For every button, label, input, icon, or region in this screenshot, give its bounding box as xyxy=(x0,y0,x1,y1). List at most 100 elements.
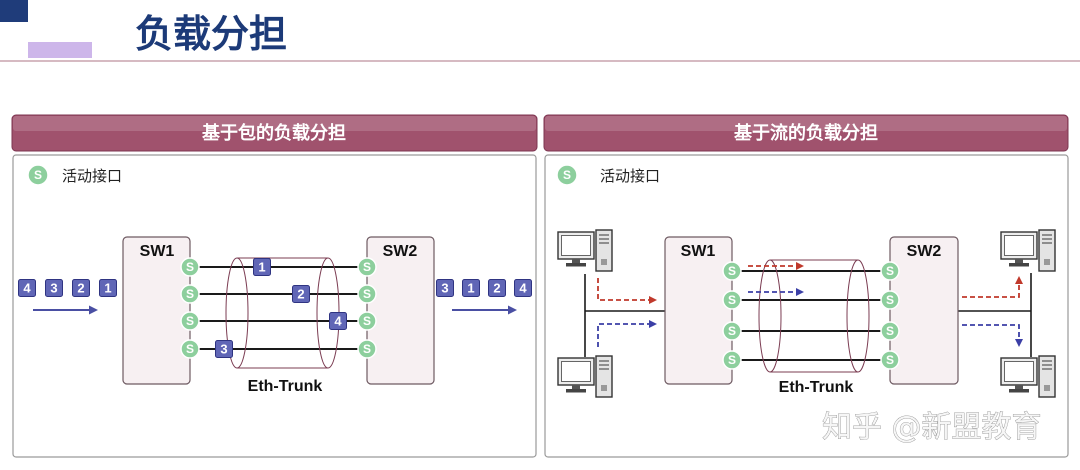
interface-port xyxy=(180,284,200,304)
packet-box xyxy=(18,279,36,297)
interface-port xyxy=(357,311,377,331)
interface-port xyxy=(357,284,377,304)
packet-box xyxy=(329,312,347,330)
switch-sw2: SW2 xyxy=(366,236,435,385)
interface-port-label: S xyxy=(886,293,894,307)
active-interface-icon: S xyxy=(180,339,200,359)
eth-trunk-bundle xyxy=(758,259,870,373)
packet-box xyxy=(292,285,310,303)
flow-1 xyxy=(597,262,1023,304)
active-interface-icon: S xyxy=(27,164,49,186)
interface-port-label: S xyxy=(186,260,194,274)
interface-port-label: S xyxy=(886,264,894,278)
packet-box xyxy=(462,279,480,297)
panel-header-title: 基于流的负载分担 xyxy=(733,122,878,144)
title-accent-bar xyxy=(28,42,92,58)
packet-number: 2 xyxy=(297,287,304,302)
packet: 2 xyxy=(292,285,310,303)
flow-2-ingress-arrowhead xyxy=(649,320,657,328)
active-interface-icon: S xyxy=(357,339,377,359)
panel-header-bg xyxy=(543,114,1069,152)
packet-box xyxy=(215,340,233,358)
packet: 1 xyxy=(462,279,480,297)
legend-label: 活动接口 xyxy=(600,167,660,185)
switch-body xyxy=(122,236,191,385)
packet-number: 4 xyxy=(23,281,31,296)
interface-port xyxy=(27,164,49,186)
flow-2-egress xyxy=(962,324,1020,339)
active-interface-icon: S xyxy=(880,321,900,341)
interface-port xyxy=(722,290,742,310)
interface-port xyxy=(722,350,742,370)
interface-port-label: S xyxy=(363,314,371,328)
flow-2-ingress xyxy=(597,323,650,347)
switch-label: SW1 xyxy=(681,243,716,260)
panel-header-bg xyxy=(11,114,538,152)
interface-port-label: S xyxy=(728,293,736,307)
interface-port-label: S xyxy=(186,342,194,356)
switch-label: SW2 xyxy=(907,243,942,260)
active-interface-icon: S xyxy=(357,257,377,277)
switch-label: SW1 xyxy=(140,243,175,260)
interface-port-label: S xyxy=(363,287,371,301)
input-packet-sequence: 4 3 2 1 xyxy=(18,279,117,315)
computer-icon xyxy=(557,229,613,272)
interface-port-label: S xyxy=(886,353,894,367)
switch-label: SW2 xyxy=(383,243,418,260)
panel-header-shine xyxy=(545,116,1067,131)
packet: 1 xyxy=(99,279,117,297)
switch-sw2: SW2 xyxy=(889,236,959,385)
active-interface-icon: S xyxy=(180,284,200,304)
interface-port xyxy=(357,257,377,277)
packet: 1 xyxy=(253,258,271,276)
interface-port xyxy=(722,261,742,281)
active-interface-icon: S xyxy=(357,284,377,304)
interface-port xyxy=(880,350,900,370)
interface-port xyxy=(880,321,900,341)
interface-port-label: S xyxy=(34,168,42,182)
active-interface-icon: S xyxy=(880,350,900,370)
interface-port xyxy=(180,257,200,277)
interface-port-label: S xyxy=(363,342,371,356)
flow-2-egress-arrowhead xyxy=(1015,339,1023,347)
packet: 3 xyxy=(436,279,454,297)
interface-port-label: S xyxy=(728,264,736,278)
packet-number: 3 xyxy=(50,281,57,296)
right-host-wiring xyxy=(958,273,1032,357)
active-interface-icon: S xyxy=(880,290,900,310)
input-arrow-head xyxy=(89,305,98,315)
active-interface-icon: S xyxy=(556,164,578,186)
packet-box xyxy=(72,279,90,297)
flow-1-trunk-arrowhead xyxy=(796,262,804,270)
switch-sw1: SW1 xyxy=(122,236,191,385)
interface-port xyxy=(180,339,200,359)
slide-title: 负载分担 xyxy=(135,12,287,56)
packet-box xyxy=(488,279,506,297)
interface-port xyxy=(180,311,200,331)
output-packet-sequence: 3 1 2 4 xyxy=(436,279,532,315)
flow-1-egress-arrowhead xyxy=(1015,276,1023,284)
packet-number: 4 xyxy=(334,314,342,329)
interface-port xyxy=(556,164,578,186)
interface-port-label: S xyxy=(563,168,571,182)
interface-port xyxy=(357,339,377,359)
eth-trunk-label: Eth-Trunk xyxy=(779,379,854,396)
flow-based-panel: 基于流的负载分担 S 活动接口 SW1 SW2 xyxy=(543,114,1069,458)
packet: 4 xyxy=(329,312,347,330)
interface-port-label: S xyxy=(728,324,736,338)
computer-icon xyxy=(1000,355,1056,398)
packet-number: 2 xyxy=(77,281,84,296)
interface-port xyxy=(722,321,742,341)
packet: 2 xyxy=(488,279,506,297)
packet-box xyxy=(514,279,532,297)
interface-port-label: S xyxy=(728,353,736,367)
packet-number: 2 xyxy=(493,281,500,296)
packet-box xyxy=(253,258,271,276)
watermark: 知乎 @新盟教育 xyxy=(822,410,1042,445)
switch-sw1: SW1 xyxy=(664,236,733,385)
flow-2 xyxy=(597,288,1023,347)
interface-port-label: S xyxy=(186,287,194,301)
packet: 3 xyxy=(215,340,233,358)
packet: 3 xyxy=(45,279,63,297)
